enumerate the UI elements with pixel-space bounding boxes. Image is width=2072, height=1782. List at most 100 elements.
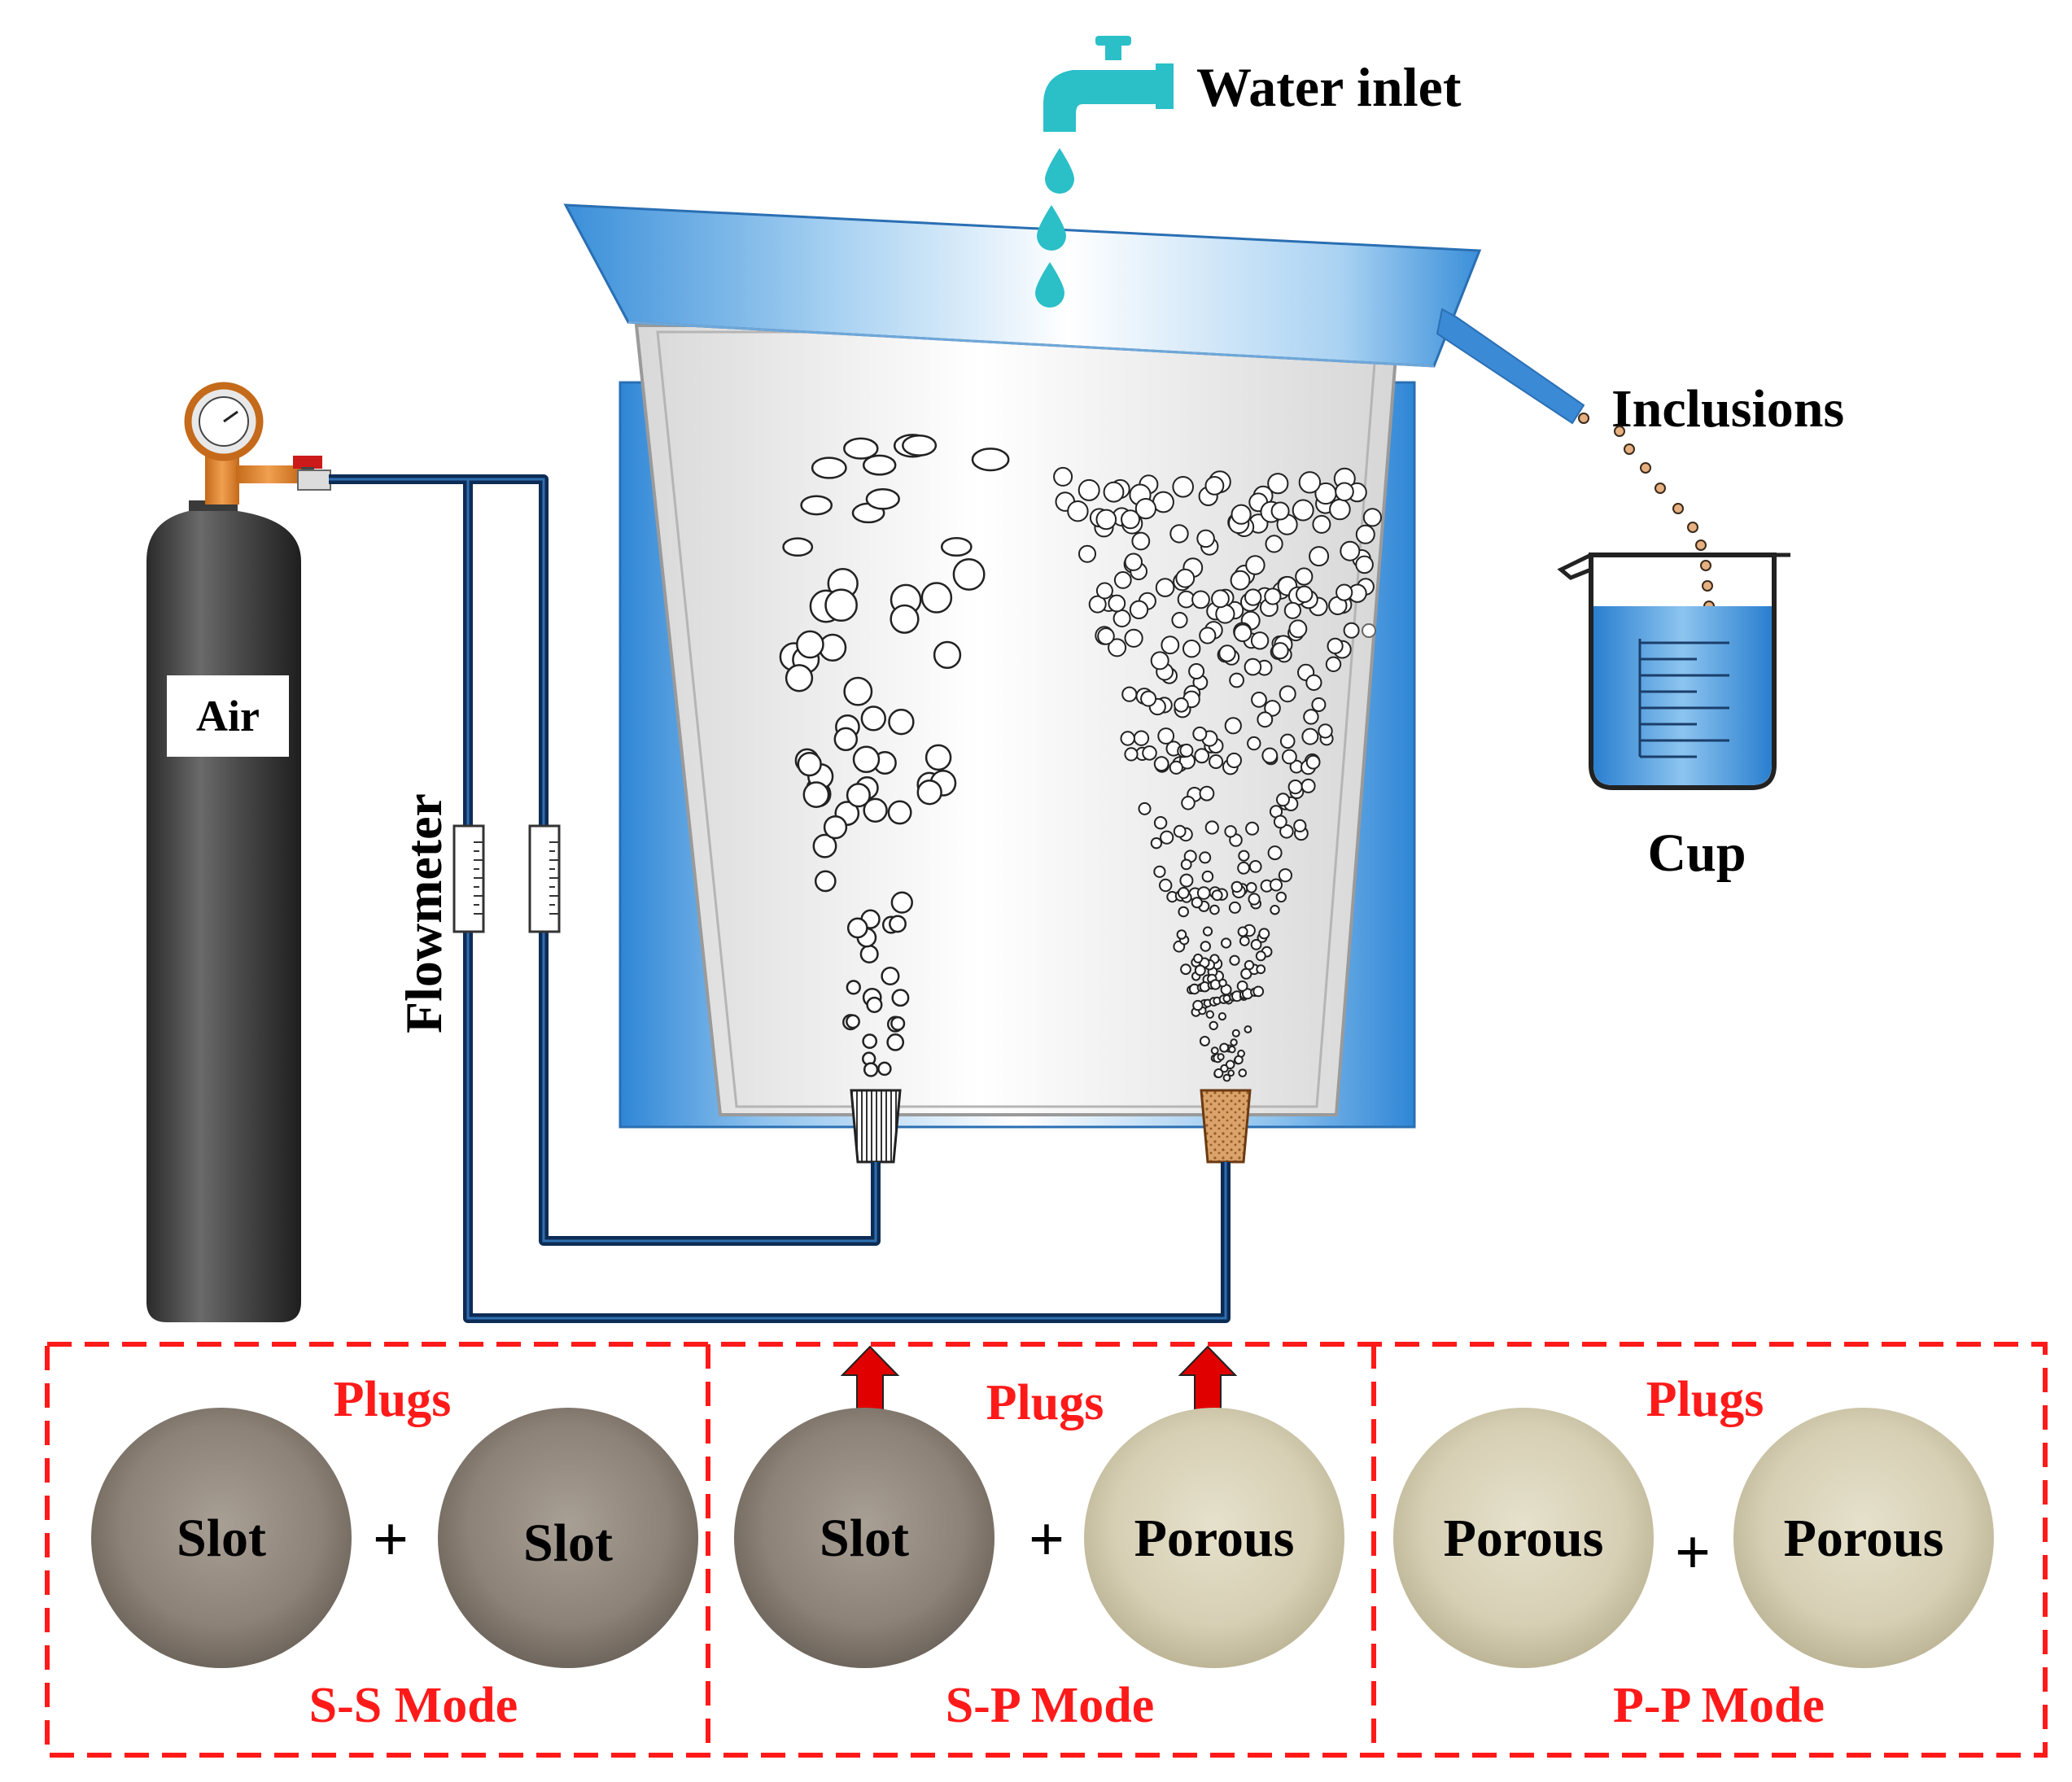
gas-bubble [1301, 727, 1319, 745]
gas-bubble [1176, 929, 1187, 940]
gas-bubble [1247, 736, 1261, 751]
gas-bubble [1246, 882, 1257, 893]
gas-bubble [812, 833, 837, 858]
inclusions-label: Inclusions [1611, 379, 1844, 439]
gas-bubble [1078, 478, 1100, 501]
gas-bubble [811, 456, 847, 479]
gas-bubble [1095, 582, 1113, 600]
gas-bubble [1192, 999, 1204, 1011]
gas-bubble [1327, 637, 1344, 655]
gas-bubble [1209, 1020, 1218, 1031]
gas-bubble [862, 1033, 878, 1049]
gas-bubble [1218, 978, 1227, 988]
gas-bubble [1233, 623, 1252, 643]
gas-bubble [1182, 640, 1201, 658]
pressure-gauge-icon [184, 382, 301, 504]
gas-bubble [1229, 672, 1244, 688]
inclusion-particle [1695, 539, 1707, 551]
gas-bubble [1131, 531, 1151, 551]
panel-s-s-mode: Plugs Slot + Slot S-S Mode [91, 1372, 698, 1733]
gas-bubble [1180, 858, 1192, 871]
gas-bubble [1264, 700, 1281, 717]
left-plug-label: Slot [177, 1509, 266, 1568]
gas-bubble [824, 588, 858, 622]
flowmeter-left [452, 824, 485, 933]
gas-bubble [1134, 498, 1157, 520]
gas-bubble [1237, 861, 1250, 875]
side-port [1362, 623, 1376, 638]
plus-sign: + [1029, 1504, 1064, 1575]
gas-bubble [1142, 745, 1157, 761]
air-cylinder: Air [146, 500, 301, 1322]
gas-bubble [1288, 619, 1308, 639]
right-plug-label: Slot [523, 1513, 613, 1573]
gas-bubble [1120, 731, 1135, 746]
gas-bubble [1230, 1038, 1238, 1046]
gas-bubble [1255, 950, 1266, 962]
slot-plug-nozzle [850, 1089, 902, 1164]
gas-bubble [1252, 985, 1265, 998]
gas-bubble [1245, 555, 1265, 575]
gas-bubble [1295, 567, 1314, 586]
gas-bubble [1264, 587, 1282, 605]
gas-bubble [1245, 821, 1260, 836]
gas-bubble [1150, 837, 1163, 850]
gas-bubble [1160, 830, 1174, 845]
gas-bubble [1108, 638, 1127, 657]
panel-s-p-mode: Plugs Slot + Porous S-P Mode [734, 1375, 1344, 1733]
gas-bubble [1124, 747, 1139, 762]
gas-bubble [1362, 508, 1383, 527]
gas-bubble [1133, 730, 1150, 746]
gas-bubble [1340, 540, 1361, 561]
gas-bubble [833, 727, 859, 752]
arrow-up-icon [840, 1345, 900, 1413]
slot-plug-bubble-plume [779, 434, 1010, 1077]
gas-bubble [886, 1033, 905, 1051]
gas-bubble [1194, 748, 1210, 764]
gas-bubble [1228, 1046, 1236, 1054]
gas-bubble [863, 1062, 879, 1077]
gas-bubble [1210, 1046, 1219, 1055]
panel-p-p-mode: Plugs Porous + Porous P-P Mode [1393, 1372, 1994, 1733]
gas-bubble [1270, 501, 1290, 521]
gas-bubble [843, 437, 879, 460]
gas-bubble [1222, 1073, 1231, 1082]
gas-bubble [1238, 1068, 1248, 1077]
gas-bubble [1124, 628, 1143, 648]
mode-label: S-S Mode [309, 1678, 518, 1733]
gas-bubble [1218, 644, 1236, 662]
gas-bubble [852, 745, 881, 774]
mode-label: S-P Mode [946, 1678, 1155, 1733]
water-drop-icon [1045, 148, 1074, 194]
gas-bubble [1355, 524, 1375, 544]
gas-bubble [1309, 546, 1330, 567]
water-model-vessel [563, 203, 1585, 1129]
gas-bubble [1225, 1059, 1235, 1070]
gas-bubble [866, 996, 883, 1013]
right-plug-label: Porous [1784, 1509, 1944, 1568]
gas-bubble [1287, 780, 1303, 795]
inclusion-particle [1578, 413, 1589, 424]
gas-bubble [1199, 851, 1212, 864]
gas-bubble [1300, 778, 1316, 793]
panels-border [45, 1342, 2048, 1758]
gas-bubble [933, 640, 962, 670]
gas-bubble [863, 797, 888, 823]
gas-bubble [1121, 686, 1138, 702]
slot-plug-photo [734, 1408, 994, 1668]
water-inlet-label: Water inlet [1196, 56, 1462, 118]
gas-bubble [1205, 1010, 1215, 1019]
gas-bubble [785, 664, 814, 692]
panel-heading: Plugs [334, 1372, 452, 1427]
gas-bubble [1227, 1069, 1235, 1077]
gas-bubble [865, 488, 900, 510]
cup-label: Cup [1647, 823, 1746, 883]
plus-sign: + [373, 1504, 409, 1575]
gas-bubble [1129, 600, 1149, 619]
gas-bubble [916, 780, 942, 806]
gas-bubble [1244, 959, 1255, 971]
panel-heading: Plugs [1646, 1372, 1764, 1427]
gas-bubble [1248, 893, 1261, 906]
water-drop-icon [1035, 262, 1064, 308]
gas-bubble [1318, 723, 1333, 739]
